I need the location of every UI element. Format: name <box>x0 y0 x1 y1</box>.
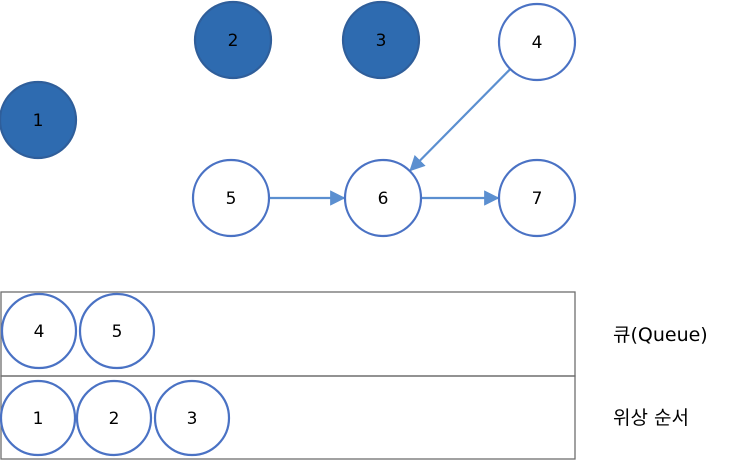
graph-node-7: 7 <box>497 158 577 238</box>
graph-nodes: 1 2 3 4 5 6 7 <box>0 0 577 238</box>
graph-node-6: 6 <box>343 158 423 238</box>
graph-node-circle <box>343 158 423 238</box>
order-item-3: 3 <box>153 379 231 457</box>
edge-4-to-6 <box>409 68 512 172</box>
queue-item-circle <box>78 292 156 370</box>
graph-node-label: 1 <box>33 111 44 131</box>
order-title: 위상 순서 <box>613 407 689 429</box>
queue-item-5: 5 <box>78 292 156 370</box>
graph-node-2: 2 <box>193 0 273 80</box>
queue-item-label: 4 <box>34 322 45 342</box>
queue-item-circle <box>0 292 78 370</box>
graph-node-label: 6 <box>378 189 389 209</box>
graph-node-label: 2 <box>228 31 239 51</box>
order-item-circle <box>75 379 153 457</box>
order-item-1: 1 <box>0 379 77 457</box>
queue-item-4: 4 <box>0 292 78 370</box>
graph-node-5: 5 <box>191 158 271 238</box>
graph-node-circle <box>193 0 273 80</box>
order-item-label: 1 <box>33 409 44 429</box>
order-item-circle <box>153 379 231 457</box>
order-item-2: 2 <box>75 379 153 457</box>
graph-node-label: 7 <box>532 189 543 209</box>
order-item-circle <box>0 379 77 457</box>
graph-node-label: 3 <box>376 31 387 51</box>
order-item-label: 3 <box>187 409 198 429</box>
graph-edges <box>269 68 512 206</box>
graph-node-4: 4 <box>497 2 577 82</box>
graph-node-circle <box>341 0 421 80</box>
queue-title: 큐(Queue) <box>613 324 708 346</box>
graph-node-1: 1 <box>0 80 78 160</box>
queue-item-label: 5 <box>112 322 123 342</box>
order-items: 1 2 3 <box>0 379 231 457</box>
graph-node-circle <box>497 158 577 238</box>
graph-node-label: 5 <box>226 189 237 209</box>
graph-node-circle <box>0 80 78 160</box>
graph-node-label: 4 <box>532 33 543 53</box>
graph-node-3: 3 <box>341 0 421 80</box>
graph-node-circle <box>191 158 271 238</box>
graph-node-circle <box>497 2 577 82</box>
order-item-label: 2 <box>109 409 120 429</box>
